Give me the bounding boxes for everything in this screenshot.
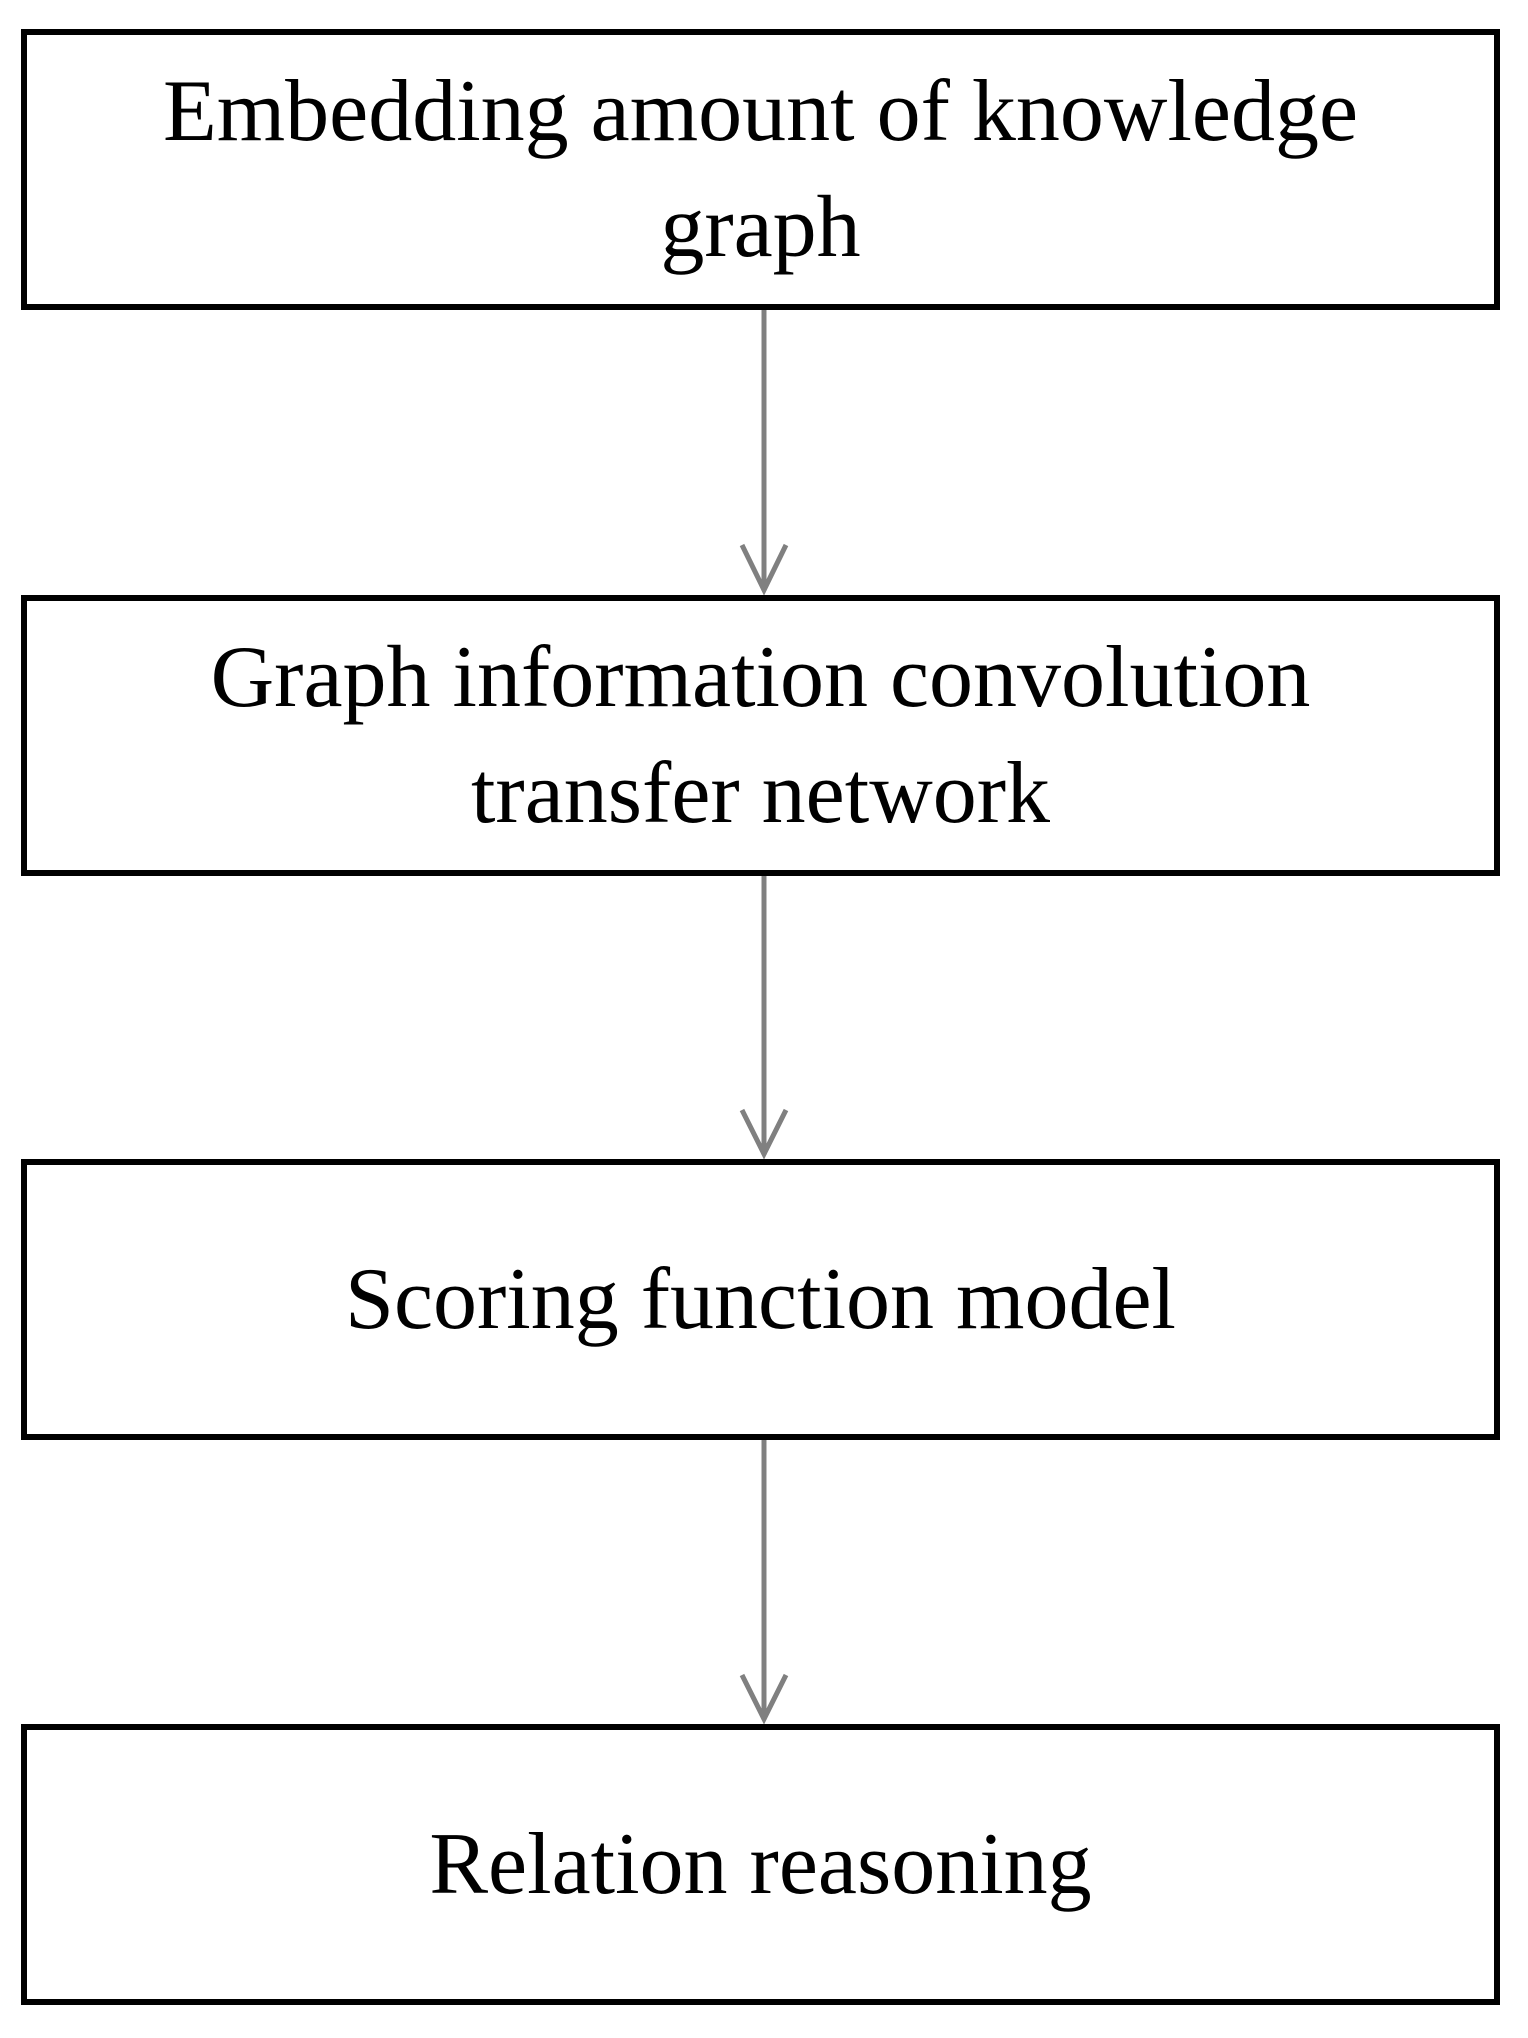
step-label-graph-convolution: Graph information convolution transfer n… [210,628,1311,842]
step-box-relation-reasoning: Relation reasoning [21,1724,1500,2005]
step-box-scoring-function: Scoring function model [21,1159,1500,1440]
step-label-scoring-function: Scoring function model [345,1250,1176,1348]
step-box-embedding: Embedding amount of knowledge graph [21,29,1500,310]
arrow-step1-to-step2 [739,310,789,596]
arrow-step2-to-step3 [739,876,789,1160]
step-label-embedding: Embedding amount of knowledge graph [162,62,1359,276]
step-label-relation-reasoning: Relation reasoning [429,1815,1092,1913]
step-box-graph-convolution: Graph information convolution transfer n… [21,595,1500,876]
arrow-step3-to-step4 [739,1440,789,1725]
